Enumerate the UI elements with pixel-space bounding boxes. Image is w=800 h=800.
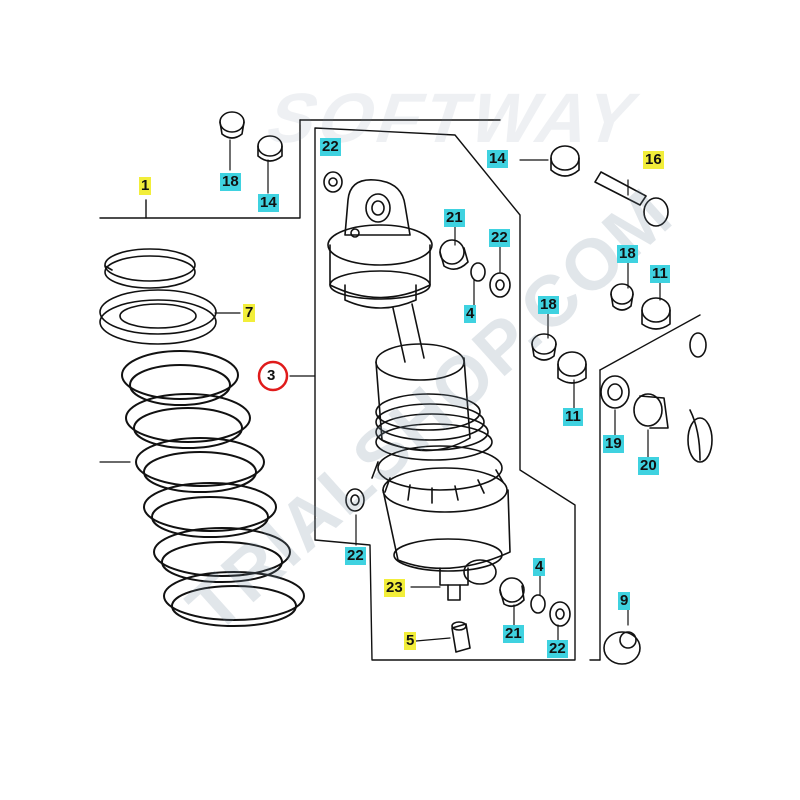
collar-18-mid [531,333,557,361]
collar-18-top [219,111,245,139]
shock-shaft [392,303,425,363]
callout-label: 23 [384,579,405,597]
callout-label: 18 [617,245,638,263]
bearing-19 [600,375,630,409]
callout-label: 3 [267,367,276,384]
callout-label: 19 [603,435,624,453]
cap-5 [451,621,471,653]
swingarm-fragment [687,332,713,463]
callout-label: 5 [404,632,417,650]
callout-label: 11 [563,408,583,426]
shock-upper-body [327,179,433,309]
callout-label: 11 [650,265,670,283]
callout-label: 14 [487,150,508,168]
shock-main-body [371,343,511,601]
collar-11-mid [557,351,587,384]
washer-22-right [489,272,511,298]
callout-label: 21 [444,209,465,227]
callout-label: 20 [638,457,659,475]
callout-label: 22 [489,229,510,247]
callout-label: 22 [320,138,341,156]
washer-22-lower [345,488,365,512]
leader-lines [99,139,661,642]
selected-callout-circle [257,360,289,392]
bushing-21-top [439,239,469,270]
callout-label: 14 [258,194,279,212]
washer-22-bottom [549,601,571,627]
callout-label: 16 [643,151,664,169]
bolt-16 [594,171,669,227]
bushing-21-lower [499,577,525,608]
collar-11-right [641,297,671,330]
washer-22-top [323,171,343,193]
callout-label: 18 [538,296,559,314]
collar-14-top [257,135,283,162]
callout-label: 4 [533,558,546,576]
callout-label: 9 [618,592,631,610]
callout-label: 4 [464,305,477,323]
callout-label: 22 [547,640,568,658]
assembly-boundary-lines [99,119,701,661]
callout-label: 22 [345,547,366,565]
collar-14-right [550,145,580,177]
collar-18-right [610,283,634,311]
spring-seat [99,289,217,345]
coil-spring [121,350,305,627]
bearing-20 [633,393,669,429]
ring-4-lower [530,594,546,614]
callout-label: 7 [243,304,256,322]
callout-label: 21 [503,625,524,643]
spring-circlip [104,248,196,289]
callout-label: 18 [220,173,241,191]
ring-4-top [470,262,486,282]
callout-label: 1 [139,177,152,195]
nut-9 [603,631,641,665]
